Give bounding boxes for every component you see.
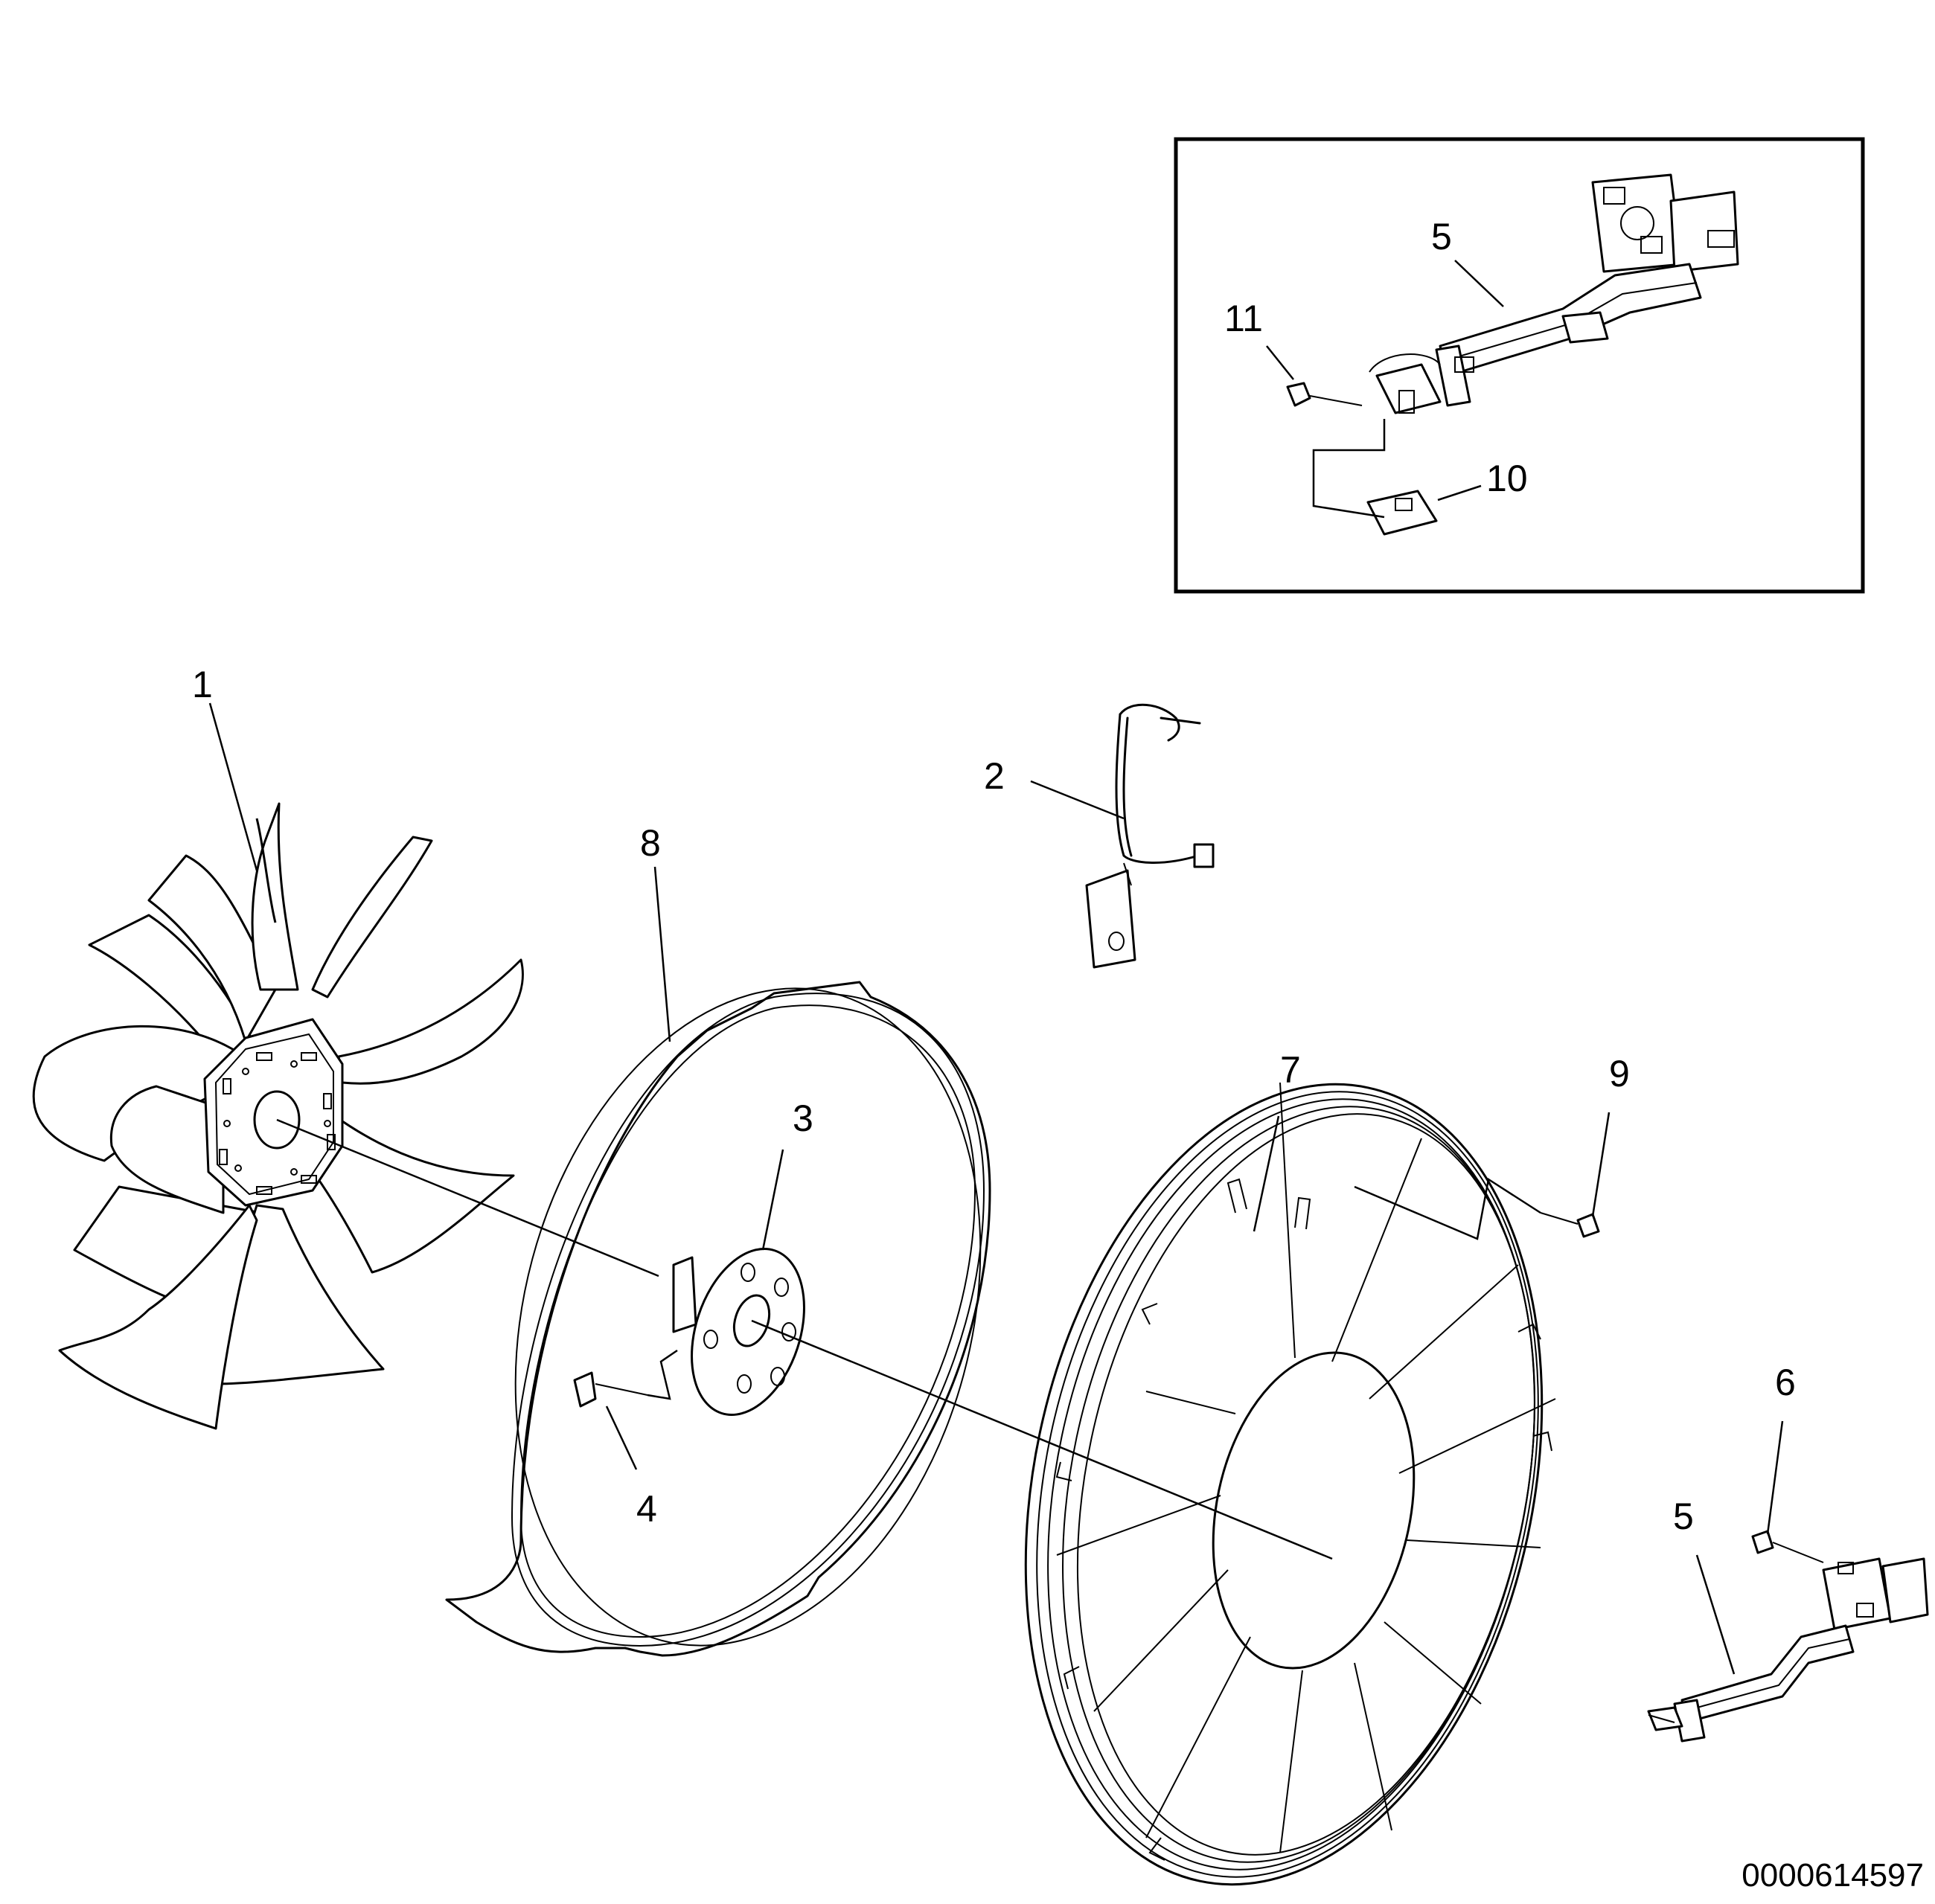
callout-5-inset: 5 bbox=[1431, 216, 1452, 257]
callout-1: 1 bbox=[192, 664, 213, 705]
callout-8: 8 bbox=[640, 822, 661, 864]
hub-flange bbox=[672, 1248, 805, 1416]
callout-11: 11 bbox=[1224, 298, 1263, 339]
assembly-lines bbox=[276, 1118, 1541, 1560]
callout-5-main: 5 bbox=[1673, 1496, 1694, 1537]
inset-detail: 5 11 10 bbox=[1174, 137, 1865, 594]
callout-6: 6 bbox=[1775, 1362, 1796, 1403]
document-number: 0000614597 bbox=[1742, 1857, 1924, 1894]
sensor-harness bbox=[1085, 703, 1215, 969]
lower-bracket bbox=[1647, 1557, 1929, 1743]
callout-3: 3 bbox=[793, 1097, 813, 1139]
callout-10: 10 bbox=[1486, 458, 1528, 499]
lower-bolt bbox=[1751, 1530, 1824, 1563]
inset-bracket-drawing bbox=[1369, 173, 1739, 414]
inset-bolt-drawing bbox=[1286, 382, 1363, 407]
fan-blade-assembly bbox=[32, 802, 524, 1430]
hub-bolt bbox=[573, 1371, 648, 1408]
callout-9: 9 bbox=[1609, 1053, 1630, 1094]
callout-4: 4 bbox=[636, 1488, 657, 1530]
guard-bolt bbox=[1540, 1212, 1600, 1238]
leader-lines bbox=[208, 702, 1784, 1675]
inset-nutplate-drawing bbox=[1366, 490, 1438, 536]
fan-guard bbox=[1024, 1082, 1556, 1886]
callout-7: 7 bbox=[1280, 1049, 1301, 1091]
inset-frame bbox=[1174, 137, 1865, 594]
callout-2: 2 bbox=[984, 755, 1005, 797]
